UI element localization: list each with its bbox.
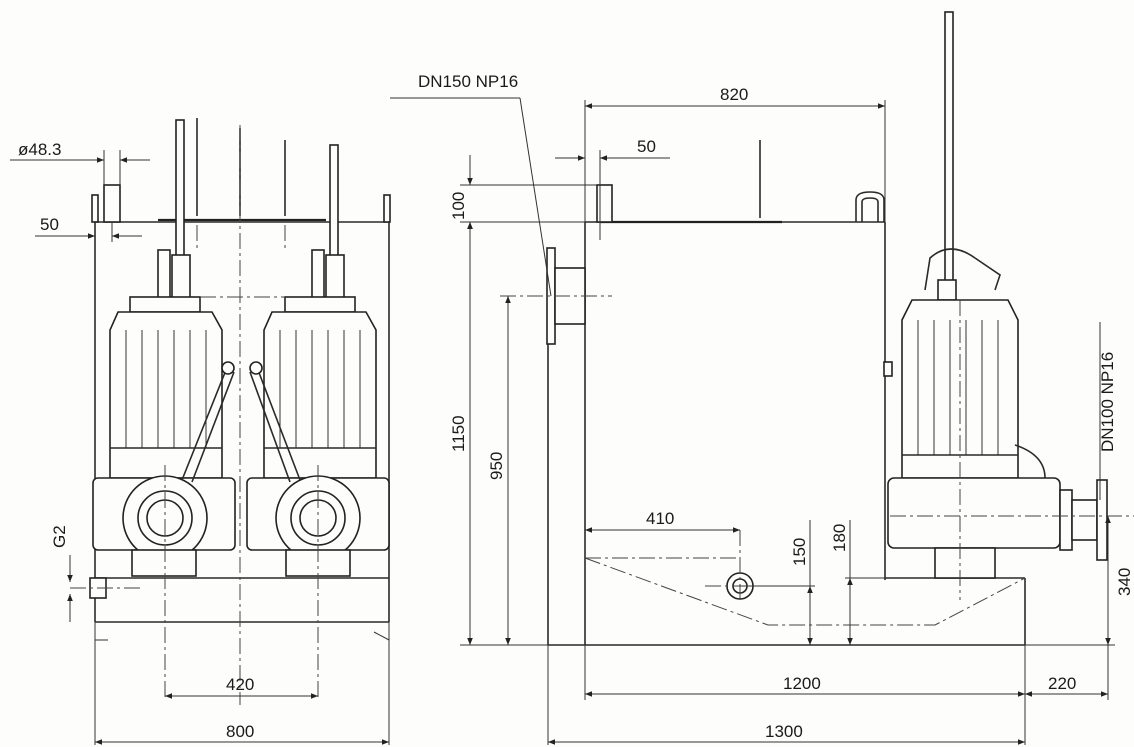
- label-dim-150: 150: [790, 538, 809, 566]
- label-dim-800: 800: [226, 722, 254, 741]
- label-dim-1150: 1150: [449, 415, 468, 452]
- pump-left: [92, 249, 236, 577]
- label-g2: G2: [50, 525, 69, 548]
- pump-right: [246, 249, 390, 577]
- label-pipe-offset-left: 50: [40, 215, 59, 234]
- front-view: [70, 118, 391, 705]
- label-dim-820: 820: [720, 85, 748, 104]
- label-dim-420: 420: [226, 675, 254, 694]
- side-view: [500, 11, 1134, 646]
- label-dim-340: 340: [1115, 568, 1134, 596]
- pump-side: [883, 248, 1134, 600]
- label-dim-220: 220: [1048, 674, 1076, 693]
- label-dim-410: 410: [646, 509, 674, 528]
- label-dim-100: 100: [449, 192, 468, 220]
- label-pipe-offset-side: 50: [637, 137, 656, 156]
- dimensions: [10, 97, 1115, 745]
- label-dn150: DN150 NP16: [418, 72, 518, 91]
- label-dim-180: 180: [830, 524, 849, 552]
- label-dn100: DN100 NP16: [1098, 352, 1117, 452]
- label-dim-1300: 1300: [765, 722, 803, 741]
- labels: ø48.3 50 G2 420 800 DN150 NP16 820 50 10…: [18, 72, 1134, 741]
- label-dim-950: 950: [487, 452, 506, 480]
- label-dia-pipe: ø48.3: [18, 140, 61, 159]
- label-dim-1200: 1200: [783, 674, 821, 693]
